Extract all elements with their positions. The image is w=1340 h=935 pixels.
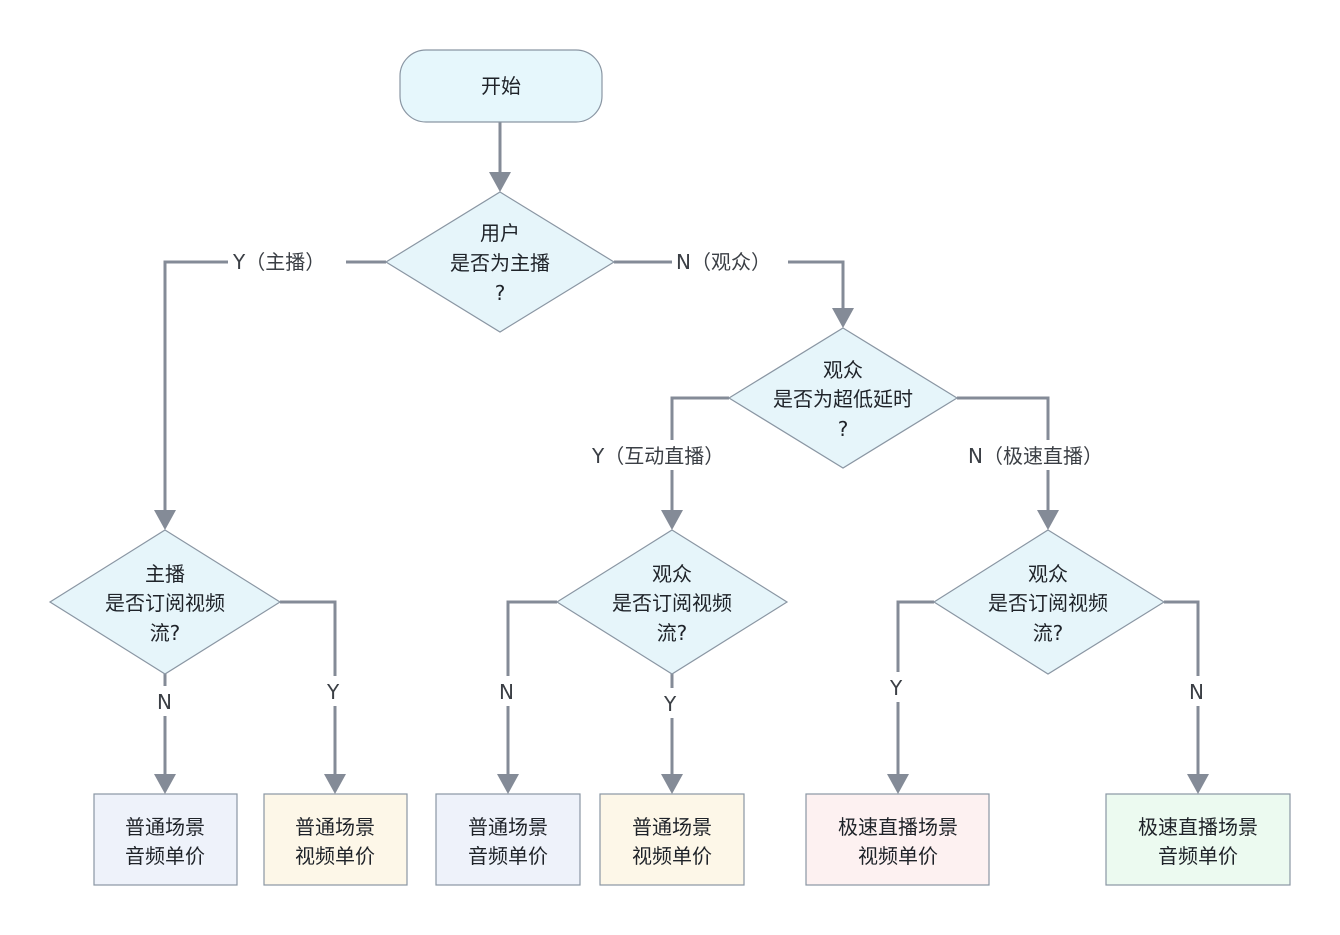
edge-label-fast-video-yes: Y — [889, 676, 903, 700]
start-node: 开始 — [399, 49, 603, 123]
edge-label-audience-no: N（观众） — [676, 250, 771, 274]
decision-line: 是否订阅视频 — [612, 591, 732, 615]
edge-arrowhead — [661, 774, 683, 794]
edge-latency-to-fast — [957, 396, 1050, 512]
result-line: 音频单价 — [1158, 844, 1238, 868]
edge-label-anchor-video-yes: Y — [326, 680, 340, 704]
edge-labels: Y（主播） N（观众） Y（互动直播） N（极速直播） N Y N Y Y N — [152, 247, 1211, 718]
edge-fast-video-no — [1164, 600, 1200, 776]
decision-line: 是否为超低延时 — [773, 387, 913, 411]
edge-label-fast-no: N（极速直播） — [968, 444, 1103, 468]
result-normal-video-anchor: 普通场景 视频单价 — [263, 793, 408, 886]
start-label: 开始 — [481, 74, 521, 98]
result-line: 普通场景 — [632, 815, 712, 839]
result-line: 视频单价 — [295, 844, 375, 868]
result-line: 音频单价 — [125, 844, 205, 868]
result-line: 普通场景 — [295, 815, 375, 839]
edge-anchor-video-yes — [280, 600, 337, 776]
decision-line: 用户 — [480, 221, 520, 245]
result-line: 视频单价 — [858, 844, 938, 868]
edge-latency-to-interactive — [670, 396, 729, 512]
edge-arrowhead — [489, 172, 511, 192]
edge-arrowhead — [154, 774, 176, 794]
result-line: 视频单价 — [632, 844, 712, 868]
decision-line: 观众 — [1028, 562, 1068, 586]
decision-audience-latency: 观众 是否为超低延时 ? — [727, 327, 959, 469]
edge-arrowhead — [887, 774, 909, 794]
decision-line: 主播 — [145, 562, 185, 586]
decision-line: 流? — [1033, 621, 1064, 645]
edge-label-anchor-yes: Y（主播） — [232, 250, 325, 274]
decision-interactive-video: 观众 是否订阅视频 流? — [555, 529, 789, 675]
edge-user-to-anchor — [163, 260, 386, 512]
decision-line: 流? — [150, 621, 181, 645]
edge-arrowhead — [154, 510, 176, 530]
result-normal-audio-anchor: 普通场景 音频单价 — [93, 793, 238, 886]
decision-line: 是否订阅视频 — [105, 591, 225, 615]
result-line: 普通场景 — [125, 815, 205, 839]
decision-line: ? — [838, 417, 849, 441]
edge-arrowhead — [1187, 774, 1209, 794]
edge-arrowhead — [497, 774, 519, 794]
result-line: 极速直播场景 — [838, 815, 958, 839]
result-fast-video: 极速直播场景 视频单价 — [805, 793, 990, 886]
decision-user-type: 用户 是否为主播 ? — [384, 191, 616, 333]
result-normal-video-audience: 普通场景 视频单价 — [599, 793, 745, 886]
edge-label-interactive-yes: Y（互动直播） — [591, 444, 724, 468]
edge-fast-video-yes — [896, 600, 934, 776]
decision-line: 是否为主播 — [450, 251, 550, 275]
edge-label-fast-video-no: N — [1189, 680, 1204, 704]
result-fast-audio: 极速直播场景 音频单价 — [1105, 793, 1291, 886]
decision-line: 观众 — [823, 358, 863, 382]
decision-anchor-video: 主播 是否订阅视频 流? — [48, 529, 282, 675]
edge-interactive-video-no — [506, 600, 557, 776]
result-line: 极速直播场景 — [1138, 815, 1258, 839]
result-normal-audio-audience: 普通场景 音频单价 — [435, 793, 581, 886]
edge-label-interactive-video-no: N — [499, 680, 514, 704]
decision-line: 流? — [657, 621, 688, 645]
edge-arrowhead — [1037, 510, 1059, 530]
decision-line: ? — [495, 281, 506, 305]
edge-label-anchor-video-no: N — [157, 690, 172, 714]
edge-label-interactive-video-yes: Y — [663, 692, 677, 716]
decision-line: 观众 — [652, 562, 692, 586]
result-line: 普通场景 — [468, 815, 548, 839]
edge-arrowhead — [661, 510, 683, 530]
result-line: 音频单价 — [468, 844, 548, 868]
decision-line: 是否订阅视频 — [988, 591, 1108, 615]
edge-arrowhead — [324, 774, 346, 794]
decision-fast-video: 观众 是否订阅视频 流? — [932, 529, 1166, 675]
edge-arrowhead — [832, 308, 854, 328]
